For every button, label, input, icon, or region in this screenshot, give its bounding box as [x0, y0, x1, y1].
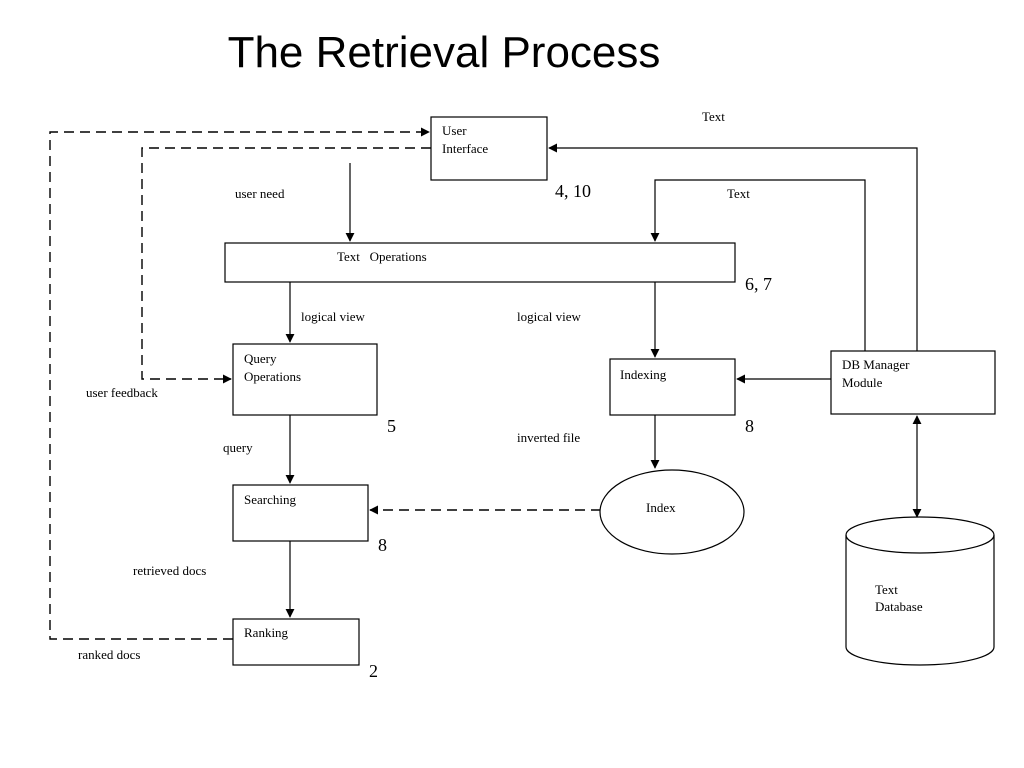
edge-label-text-mid: Text [727, 186, 750, 201]
text-operations-node: Text Operations [224, 242, 736, 283]
chapter-number-searching: 8 [378, 535, 387, 555]
db-manager-node: DB Manager Module [830, 350, 996, 415]
chapter-number-user-interface: 4, 10 [555, 181, 591, 201]
user-interface-label-line-2: Interface [442, 141, 488, 156]
query-operations-label-line-1: Query [244, 351, 277, 366]
edge-label-ranked-docs: ranked docs [78, 647, 140, 662]
db-manager-label-line-1: DB Manager [842, 357, 910, 372]
edge-label-inverted-file: inverted file [517, 430, 580, 445]
text-operations-label: Text Operations [337, 249, 427, 264]
ranking-node: Ranking [232, 618, 360, 666]
edge-user-feedback [141, 147, 431, 384]
query-operations-label-line-2: Operations [244, 369, 301, 384]
edge-label-retrieved-docs: retrieved docs [133, 563, 206, 578]
searching-node: Searching [232, 484, 369, 542]
edge-label-logical-view-right: logical view [517, 309, 582, 324]
edge-label-text-top: Text [702, 109, 725, 124]
edge-label-user-feedback: user feedback [86, 385, 158, 400]
index-node: Index [599, 469, 745, 555]
ranking-label: Ranking [244, 625, 289, 640]
edge-ranking-to-user-interface [49, 127, 430, 640]
edge-label-query: query [223, 440, 253, 455]
user-interface-label-line-1: User [442, 123, 467, 138]
indexing-node: Indexing [609, 358, 736, 416]
indexing-label: Indexing [620, 367, 667, 382]
chapter-number-text-operations: 6, 7 [745, 274, 772, 294]
text-database-label-line-2: Database [875, 599, 923, 614]
index-label: Index [646, 500, 676, 515]
chapter-number-ranking: 2 [369, 661, 378, 681]
page-title: The Retrieval Process [227, 28, 661, 77]
text-database-node: Text Database [845, 516, 995, 666]
edge-label-user-need: user need [235, 186, 285, 201]
edge-db-to-user-interface [548, 143, 918, 351]
edge-db-to-text-operations [650, 179, 866, 351]
searching-label: Searching [244, 492, 296, 507]
edge-label-logical-view-left: logical view [301, 309, 366, 324]
chapter-number-indexing: 8 [745, 416, 754, 436]
db-manager-label-line-2: Module [842, 375, 883, 390]
text-database-label-line-1: Text [875, 582, 898, 597]
user-interface-node: User Interface [430, 116, 548, 181]
chapter-number-query-operations: 5 [387, 416, 396, 436]
query-operations-node: Query Operations [232, 343, 378, 416]
